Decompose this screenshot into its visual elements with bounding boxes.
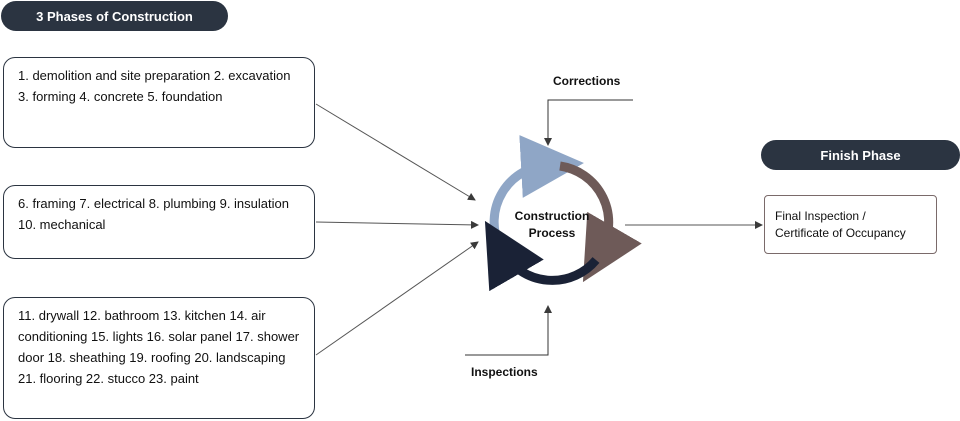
arrow-phase3 — [315, 241, 479, 356]
cycle-label: Construction Process — [497, 208, 607, 242]
phase-1-text: 1. demolition and site preparation 2. ex… — [18, 68, 291, 104]
arrow-phase1 — [315, 103, 476, 201]
final-line1: Final Inspection / — [775, 209, 866, 223]
arrow-phase2 — [315, 220, 479, 229]
corrections-label: Corrections — [553, 74, 621, 88]
process-cycle — [484, 135, 642, 292]
phase-box-1: 1. demolition and site preparation 2. ex… — [3, 57, 315, 148]
inspections-label: Inspections — [471, 365, 538, 379]
cycle-label-line1: Construction — [514, 209, 590, 223]
final-line2: Certificate of Occupancy — [775, 226, 906, 240]
arrow-inspections — [465, 305, 552, 356]
phase-2-text: 6. framing 7. electrical 8. plumbing 9. … — [18, 196, 289, 232]
cycle-arc-navy — [484, 220, 600, 292]
phase-3-text: 11. drywall 12. bathroom 13. kitchen 14.… — [18, 308, 300, 386]
phase-box-3: 11. drywall 12. bathroom 13. kitchen 14.… — [3, 297, 315, 419]
cycle-label-line2: Process — [528, 226, 576, 240]
page-title: 3 Phases of Construction — [1, 1, 228, 31]
cycle-arc-brown — [559, 161, 642, 283]
arrow-corrections — [544, 99, 633, 146]
phase-box-2: 6. framing 7. electrical 8. plumbing 9. … — [3, 185, 315, 259]
final-box: Final Inspection / Certificate of Occupa… — [764, 195, 937, 254]
finish-phase-title: Finish Phase — [761, 140, 960, 170]
